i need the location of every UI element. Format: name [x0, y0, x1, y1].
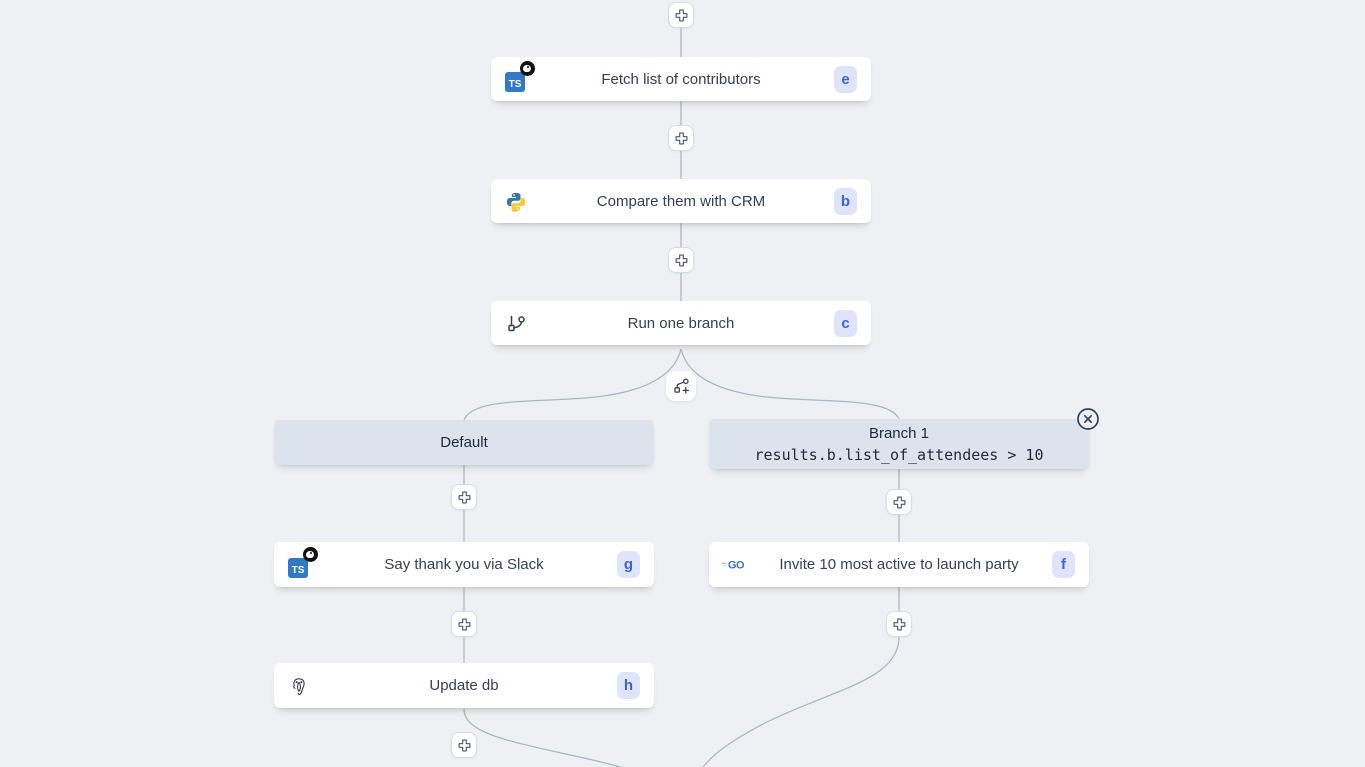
flow-step-slack[interactable]: TS Say thank you via Slack g	[274, 542, 654, 587]
step-label: Invite 10 most active to launch party	[779, 556, 1019, 573]
postgresql-icon	[288, 673, 316, 699]
branch-condition: results.b.list_of_attendees > 10	[754, 445, 1044, 464]
close-icon	[1077, 408, 1099, 430]
git-branch-icon	[505, 310, 533, 336]
plus-icon	[893, 618, 905, 630]
plus-icon	[458, 739, 470, 751]
insert-step-button-default-1[interactable]	[451, 484, 477, 510]
plus-icon	[458, 618, 470, 630]
remove-branch-button[interactable]	[1076, 407, 1100, 431]
python-icon	[505, 188, 533, 214]
step-label: Run one branch	[627, 314, 735, 332]
typescript-icon: TS	[505, 72, 525, 92]
flow-step-run-one-branch[interactable]: Run one branch c	[491, 301, 871, 345]
insert-step-button-branch1-2[interactable]	[886, 611, 912, 637]
insert-step-button-after-compare[interactable]	[668, 247, 694, 273]
flow-step-update-db[interactable]: Update db h	[274, 663, 654, 708]
step-id-badge: e	[834, 65, 857, 93]
insert-step-button-default-3[interactable]	[451, 732, 477, 758]
plus-icon	[675, 9, 687, 21]
deno-icon	[520, 61, 535, 76]
branch-header-default[interactable]: Default	[274, 420, 654, 465]
flow-step-invite[interactable]: GO Invite 10 most active to launch party…	[709, 542, 1089, 587]
insert-step-button-after-fetch[interactable]	[668, 125, 694, 151]
step-id-badge: f	[1052, 551, 1075, 578]
svg-text:GO: GO	[728, 559, 745, 571]
typescript-deno-icon: TS	[505, 61, 535, 92]
typescript-icon: TS	[288, 557, 308, 578]
add-branch-button[interactable]	[666, 371, 696, 401]
plus-icon	[675, 132, 687, 144]
go-icon: GO	[721, 552, 751, 578]
plus-icon	[893, 496, 905, 508]
branch-header-branch1[interactable]: Branch 1 results.b.list_of_attendees > 1…	[709, 419, 1089, 469]
step-id-badge: c	[834, 309, 857, 337]
step-id-badge: g	[617, 551, 640, 578]
branch-label: Default	[440, 434, 488, 451]
insert-step-button-top[interactable]	[668, 2, 694, 28]
step-label: Compare them with CRM	[596, 192, 766, 210]
step-label: Update db	[429, 677, 499, 694]
branch-label: Branch 1	[868, 424, 930, 442]
git-branch-plus-icon	[673, 378, 689, 394]
step-id-badge: h	[617, 672, 640, 699]
flow-step-compare[interactable]: Compare them with CRM b	[491, 179, 871, 223]
insert-step-button-default-2[interactable]	[451, 611, 477, 637]
step-id-badge: b	[834, 187, 857, 215]
plus-icon	[458, 491, 470, 503]
plus-icon	[675, 254, 687, 266]
typescript-deno-icon: TS	[288, 546, 318, 578]
step-label: Fetch list of contributors	[601, 70, 761, 88]
step-label: Say thank you via Slack	[384, 556, 544, 573]
deno-icon	[303, 546, 318, 562]
insert-step-button-branch1-1[interactable]	[886, 489, 912, 515]
flow-step-fetch[interactable]: TS Fetch list of contributors e	[491, 57, 871, 101]
